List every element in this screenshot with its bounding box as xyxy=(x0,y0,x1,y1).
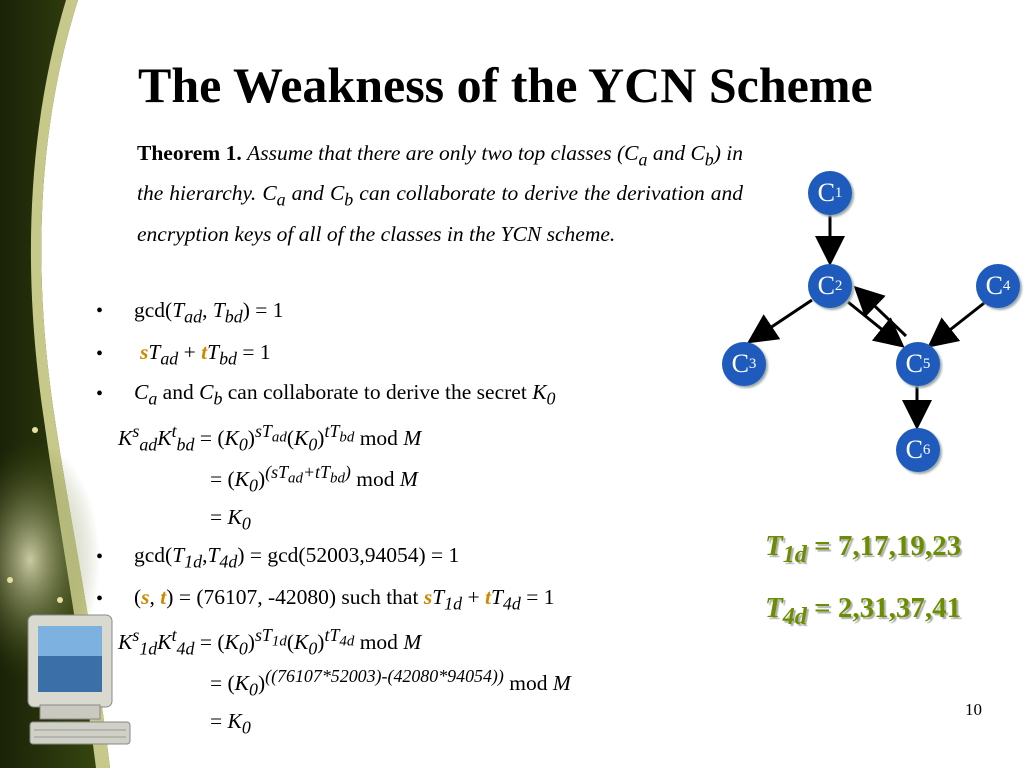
class-hierarchy-graph xyxy=(747,213,989,430)
bullet-5: • xyxy=(96,588,104,610)
collaborate-text: Ca and Cb can collaborate to derive the … xyxy=(134,380,556,409)
s-t-values: (s, t) = (76107, -42080) such that sT1d … xyxy=(134,585,555,614)
page-number: 10 xyxy=(965,700,982,719)
edge-c2-c3 xyxy=(747,298,813,344)
equation-4: Ks1dKt4d = (K0)sT1d(K0)tT4d mod M xyxy=(118,625,422,659)
slide-title: The Weakness of the YCN Scheme xyxy=(138,57,873,113)
equation-6: = K0 xyxy=(210,709,251,738)
linear-combination: sTad + tTbd = 1 xyxy=(140,340,271,369)
equation-3: = K0 xyxy=(210,505,251,534)
edge-c5-c2 xyxy=(853,285,908,338)
theorem-statement: Theorem 1. Assume that there are only tw… xyxy=(137,136,743,251)
t1d-values: T1d = 7,17,19,23 xyxy=(765,530,962,568)
equation-1: KsadKtbd = (K0)sTad(K0)tTbd mod M xyxy=(118,421,422,455)
bullet-3: • xyxy=(96,383,104,405)
t4d-values: T4d = 2,31,37,41 xyxy=(765,592,962,630)
theorem-label: Theorem 1. xyxy=(137,141,242,165)
gcd-t1d-t4d: gcd(T1d,T4d) = gcd(52003,94054) = 1 xyxy=(134,543,460,572)
gcd-tad-tbd: gcd(Tad, Tbd) = 1 xyxy=(134,298,284,327)
computer-icon xyxy=(27,614,131,745)
equation-2: = (K0)(sTad+tTbd) mod M xyxy=(210,462,418,496)
theorem-text: Assume that there are only two top class… xyxy=(137,141,744,246)
decorative-side-banner xyxy=(0,0,131,768)
edge-c4-c5 xyxy=(927,298,989,348)
equation-5: = (K0)((76107*52003)-(42080*94054)) mod … xyxy=(210,666,571,700)
bullet-1: • xyxy=(96,300,104,322)
bullet-4: • xyxy=(96,546,104,568)
bullet-2: • xyxy=(96,343,104,365)
